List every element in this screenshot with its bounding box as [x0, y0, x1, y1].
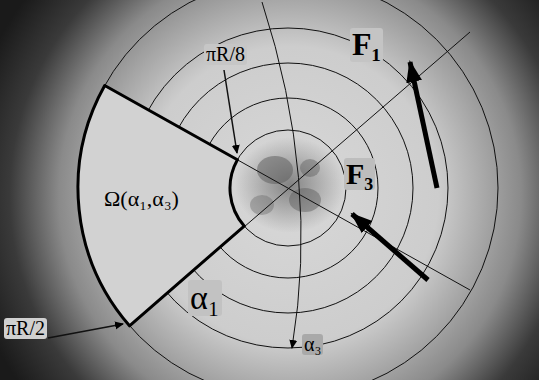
sector-region: Ω(α₁,α₃) [76, 83, 248, 329]
angle-label: α₁ [188, 280, 222, 316]
force-label: F₃ [344, 158, 375, 190]
arc-length-label: πR/2 [4, 318, 47, 339]
arc-length-label: πR/8 [204, 44, 247, 65]
force-label: F₁ [350, 28, 383, 62]
angle-label: α₃ [302, 334, 323, 355]
region-label: Ω(α₁,α₃) [104, 187, 179, 210]
